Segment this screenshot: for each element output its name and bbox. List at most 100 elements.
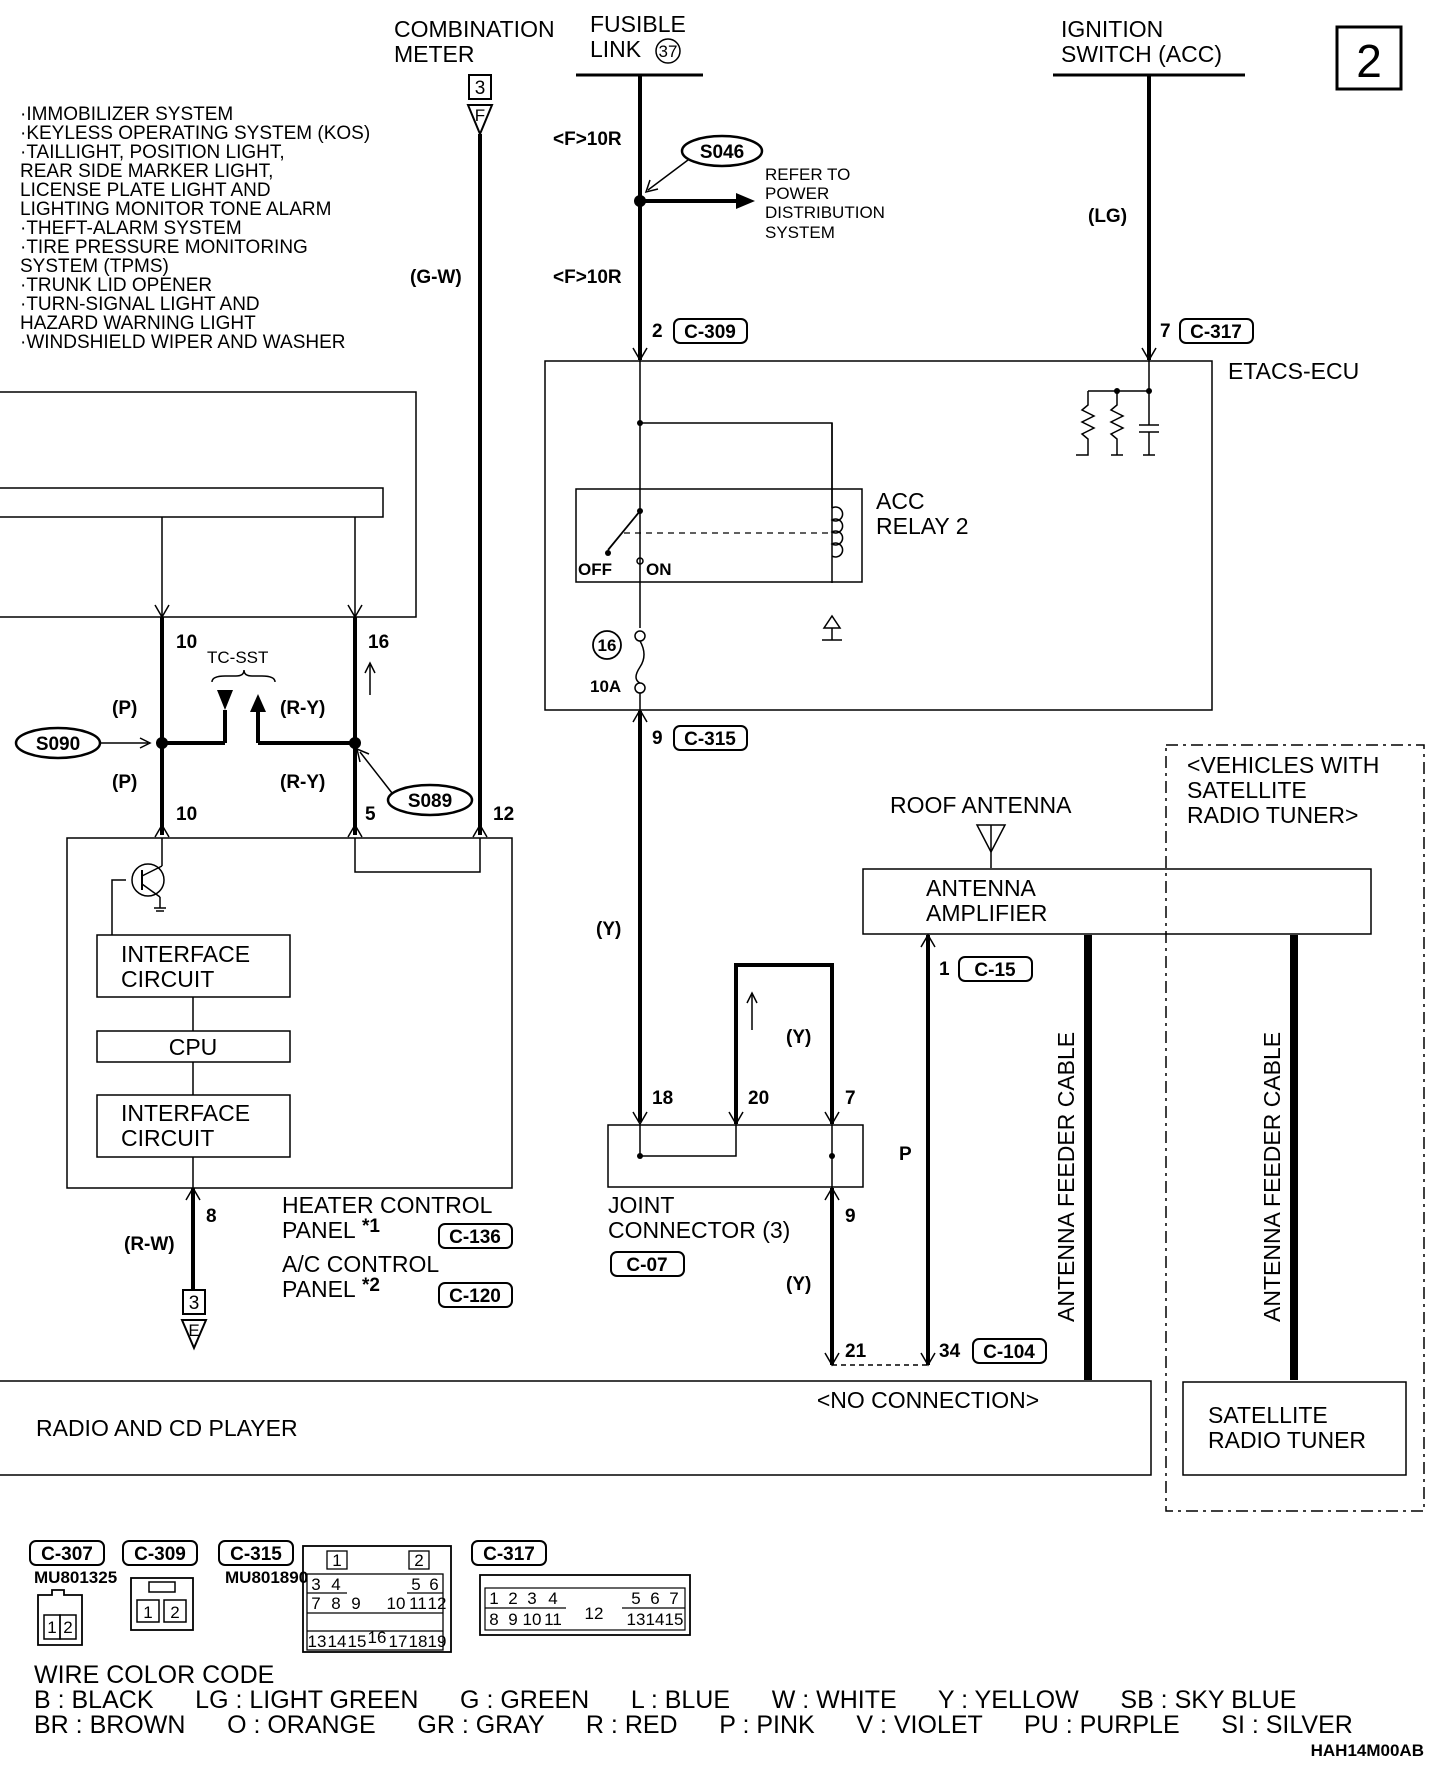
antenna-amplifier-label-1: ANTENNA [926, 875, 1037, 901]
c309-pin: 2 [652, 321, 663, 342]
joint-connector-label-2: CONNECTOR (3) [608, 1217, 790, 1243]
svg-text:15: 15 [665, 1610, 684, 1629]
svg-text:17: 17 [389, 1632, 408, 1651]
svg-text:8: 8 [489, 1610, 498, 1629]
relay-label-1: ACC [876, 488, 925, 514]
svg-text:·KEYLESS OPERATING SYSTEM (KOS: ·KEYLESS OPERATING SYSTEM (KOS) [20, 123, 370, 144]
svg-text:LICENSE PLATE LIGHT AND: LICENSE PLATE LIGHT AND [20, 180, 271, 201]
wire-color-code-line-1: B : BLACK LG : LIGHT GREEN G : GREEN L :… [34, 1686, 1297, 1714]
svg-text:2: 2 [414, 1551, 423, 1570]
ac-control-label-1: A/C CONTROL [282, 1251, 439, 1277]
wire-lg: (LG) [1088, 206, 1127, 227]
combination-meter-label-1: COMBINATION [394, 16, 555, 42]
pin-8: 8 [206, 1206, 217, 1227]
connector-c07: C-07 [626, 1255, 667, 1276]
svg-text:1: 1 [332, 1551, 341, 1570]
combination-meter-ref-num: 3 [475, 78, 486, 99]
pin-20: 20 [748, 1088, 769, 1109]
svg-text:19: 19 [428, 1632, 447, 1651]
pin-9: 9 [845, 1206, 856, 1227]
svg-text:C-315: C-315 [230, 1544, 282, 1565]
svg-text:·TAILLIGHT, POSITION LIGHT,: ·TAILLIGHT, POSITION LIGHT, [20, 142, 285, 163]
svg-text:5: 5 [411, 1575, 420, 1594]
vehicles-with-2: SATELLITE [1187, 777, 1307, 803]
svg-text:4: 4 [331, 1575, 340, 1594]
wire-y-loop: (Y) [786, 1027, 811, 1048]
connector-c104: C-104 [983, 1342, 1035, 1363]
svg-text:18: 18 [409, 1632, 428, 1651]
svg-text:·THEFT-ALARM SYSTEM: ·THEFT-ALARM SYSTEM [20, 218, 242, 239]
fusible-link-number: 37 [659, 42, 678, 61]
wire-p-top: (P) [112, 698, 137, 719]
roof-antenna-label: ROOF ANTENNA [890, 792, 1072, 818]
svg-text:4: 4 [548, 1589, 557, 1608]
tc-sst-label: TC-SST [207, 648, 268, 667]
svg-text:C-309: C-309 [134, 1544, 186, 1565]
wire-p-antenna: P [899, 1144, 912, 1165]
svg-text:MU801325: MU801325 [34, 1568, 117, 1587]
ac-control-label-2: PANEL [282, 1276, 356, 1302]
svg-text:7: 7 [669, 1589, 678, 1608]
svg-text:SYSTEM (TPMS): SYSTEM (TPMS) [20, 256, 169, 277]
wire-y-lower: (Y) [786, 1274, 811, 1295]
vehicles-with-1: <VEHICLES WITH [1187, 752, 1379, 778]
refer-to-2: POWER [765, 184, 829, 203]
combination-meter-label-2: METER [394, 41, 475, 67]
etacs-ecu-label: ETACS-ECU [1228, 358, 1359, 384]
svg-text:C-317: C-317 [483, 1544, 535, 1565]
svg-text:13: 13 [308, 1632, 327, 1651]
pin-12: 12 [493, 804, 514, 825]
pin-10-top: 10 [176, 632, 197, 653]
splice-s046: S046 [700, 142, 744, 163]
systems-list: ·IMMOBILIZER SYSTEM ·KEYLESS OPERATING S… [20, 104, 370, 353]
wire-color-code-title: WIRE COLOR CODE [34, 1661, 275, 1689]
pin-7: 7 [845, 1088, 856, 1109]
c15-pin: 1 [939, 959, 950, 980]
svg-text:2: 2 [63, 1618, 72, 1637]
svg-text:·IMMOBILIZER SYSTEM: ·IMMOBILIZER SYSTEM [20, 104, 233, 125]
vehicles-with-3: RADIO TUNER> [1187, 802, 1358, 828]
svg-text:HAZARD WARNING LIGHT: HAZARD WARNING LIGHT [20, 313, 256, 334]
wire-color-code-line-2: BR : BROWN O : ORANGE GR : GRAY R : RED … [34, 1711, 1353, 1739]
svg-text:12: 12 [428, 1594, 447, 1613]
relay-label-2: RELAY 2 [876, 513, 968, 539]
interface-circuit-bottom-1: INTERFACE [121, 1100, 250, 1126]
connector-c15: C-15 [974, 960, 1016, 981]
connector-c136: C-136 [449, 1227, 501, 1248]
c315-pin: 9 [652, 728, 663, 749]
fuse-number: 16 [598, 636, 617, 655]
svg-text:2: 2 [508, 1589, 517, 1608]
heater-ref-num: 3 [189, 1293, 200, 1314]
svg-text:12: 12 [585, 1604, 604, 1623]
svg-text:9: 9 [508, 1610, 517, 1629]
antenna-feeder-cable-1: ANTENNA FEEDER CABLE [1053, 1032, 1079, 1322]
heater-ref-letter: E [188, 1321, 199, 1340]
wire-ry-top: (R-Y) [280, 698, 325, 719]
interface-circuit-bottom-2: CIRCUIT [121, 1125, 214, 1151]
antenna-feeder-cable-2: ANTENNA FEEDER CABLE [1259, 1032, 1285, 1322]
svg-text:14: 14 [328, 1632, 347, 1651]
svg-text:1: 1 [47, 1618, 56, 1637]
svg-text:·WINDSHIELD WIPER AND WASHER: ·WINDSHIELD WIPER AND WASHER [20, 332, 346, 353]
svg-text:·TRUNK LID OPENER: ·TRUNK LID OPENER [20, 275, 212, 296]
heater-control-label-1: HEATER CONTROL [282, 1192, 493, 1218]
satellite-tuner-2: RADIO TUNER [1208, 1427, 1366, 1453]
relay-on: ON [646, 560, 672, 579]
fusible-link-label-2: LINK [590, 36, 642, 62]
wire-f10r-a: <F>10R [553, 129, 622, 150]
svg-text:1: 1 [143, 1603, 152, 1622]
svg-text:8: 8 [331, 1594, 340, 1613]
wire-ry-bottom: (R-Y) [280, 772, 325, 793]
heater-control-label-2: PANEL [282, 1217, 356, 1243]
splice-s090: S090 [36, 734, 80, 755]
svg-text:·TURN-SIGNAL LIGHT AND: ·TURN-SIGNAL LIGHT AND [20, 294, 260, 315]
svg-text:6: 6 [429, 1575, 438, 1594]
relay-off: OFF [578, 560, 612, 579]
svg-text:3: 3 [311, 1575, 320, 1594]
svg-text:·TIRE PRESSURE MONITORING: ·TIRE PRESSURE MONITORING [20, 237, 308, 258]
interface-circuit-top-1: INTERFACE [121, 941, 250, 967]
pin-5: 5 [365, 804, 376, 825]
svg-text:14: 14 [646, 1610, 665, 1629]
svg-text:9: 9 [351, 1594, 360, 1613]
